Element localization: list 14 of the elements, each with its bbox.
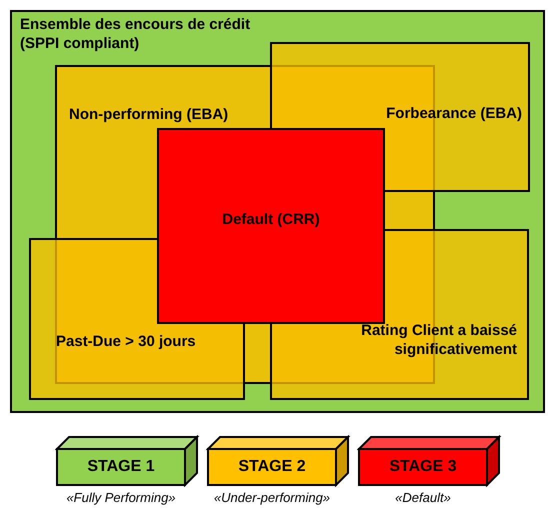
stage-caption: «Default» xyxy=(394,490,452,505)
box-label: Past-Due > 30 jours xyxy=(56,332,197,351)
box-label: Forbearance (EBA) xyxy=(385,104,522,123)
category-box xyxy=(157,128,385,324)
legend-label: STAGE 3 xyxy=(388,458,458,476)
box-label: Rating Client a baissé significativement xyxy=(360,321,517,359)
legend-label: STAGE 1 xyxy=(86,458,156,476)
legend-label: STAGE 2 xyxy=(237,458,307,476)
region-title: Ensemble des encours de crédit (SPPI compliant) xyxy=(20,15,252,53)
stage-caption: «Fully Performing» xyxy=(65,490,177,505)
box-label: Non-performing (EBA) xyxy=(69,105,230,124)
stage-caption: «Under-performing» xyxy=(212,490,332,505)
box-label: Default (CRR) xyxy=(221,210,321,229)
region-box xyxy=(10,10,545,413)
